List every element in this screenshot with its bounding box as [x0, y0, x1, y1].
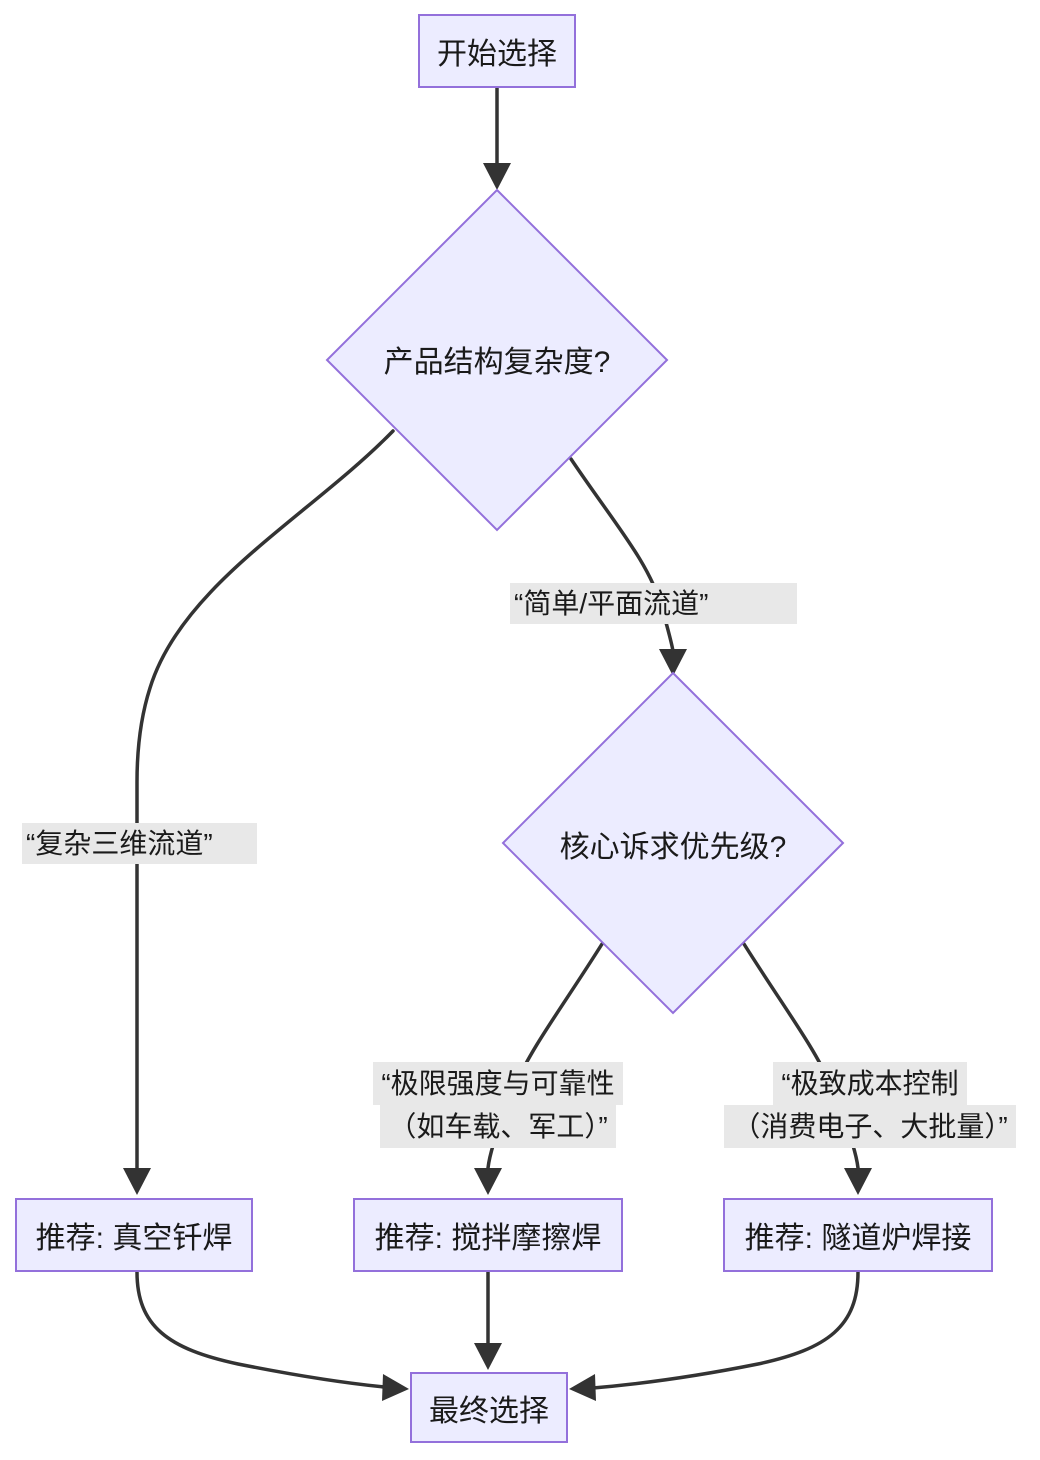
node-start-label: 开始选择 [437, 38, 557, 71]
arrowhead-into-final-left [382, 1374, 409, 1401]
edge-label-strength-reliability: “极限强度与可靠性 （如车载、军工）” [328, 1062, 668, 1148]
edge-tunnel-to-final [591, 1270, 860, 1390]
node-recommend-vacuum-brazing: 推荐: 真空钎焊 [15, 1198, 253, 1272]
node-fsw-label: 推荐: 搅拌摩擦焊 [374, 1222, 602, 1255]
arrowhead-into-complexity [483, 163, 511, 190]
arrowhead-into-tunnel [844, 1168, 872, 1195]
node-tunnel-label: 推荐: 隧道炉焊接 [744, 1222, 972, 1255]
edge-label-strength-line1: “极限强度与可靠性 [373, 1062, 623, 1105]
arrowhead-into-final-top [474, 1343, 502, 1370]
edge-label-cost-control: “极致成本控制 （消费电子、大批量）” [690, 1062, 1040, 1148]
decision-priority-label: 核心诉求优先级? [559, 831, 787, 864]
edge-label-cost-line2: （消费电子、大批量）” [724, 1105, 1016, 1148]
edge-label-simple-planar-channel: “简单/平面流道” [510, 583, 797, 624]
edge-label-cost-line1: “极致成本控制 [773, 1062, 967, 1105]
node-recommend-friction-stir-welding: 推荐: 搅拌摩擦焊 [353, 1198, 623, 1272]
arrowhead-into-final-right [569, 1374, 596, 1401]
node-start: 开始选择 [418, 14, 576, 88]
edge-vacuum-to-final [135, 1270, 386, 1389]
arrowhead-into-priority [659, 649, 687, 676]
decision-diamond-priority [501, 671, 845, 1015]
decision-diamond-complexity [325, 188, 669, 532]
edge-complexity-to-vacuum [135, 429, 395, 1170]
edge-label-complex-3d-channel: “复杂三维流道” [22, 823, 257, 864]
edge-label-strength-line2: （如车载、军工）” [380, 1105, 616, 1148]
arrowhead-into-fsw [474, 1168, 502, 1195]
arrowhead-into-vacuum [123, 1168, 151, 1195]
node-final-label: 最终选择 [429, 1394, 549, 1428]
node-final-choice: 最终选择 [410, 1372, 568, 1443]
decision-complexity-label: 产品结构复杂度? [383, 346, 611, 379]
node-vacuum-label: 推荐: 真空钎焊 [35, 1222, 233, 1255]
node-recommend-tunnel-furnace-welding: 推荐: 隧道炉焊接 [723, 1198, 993, 1272]
